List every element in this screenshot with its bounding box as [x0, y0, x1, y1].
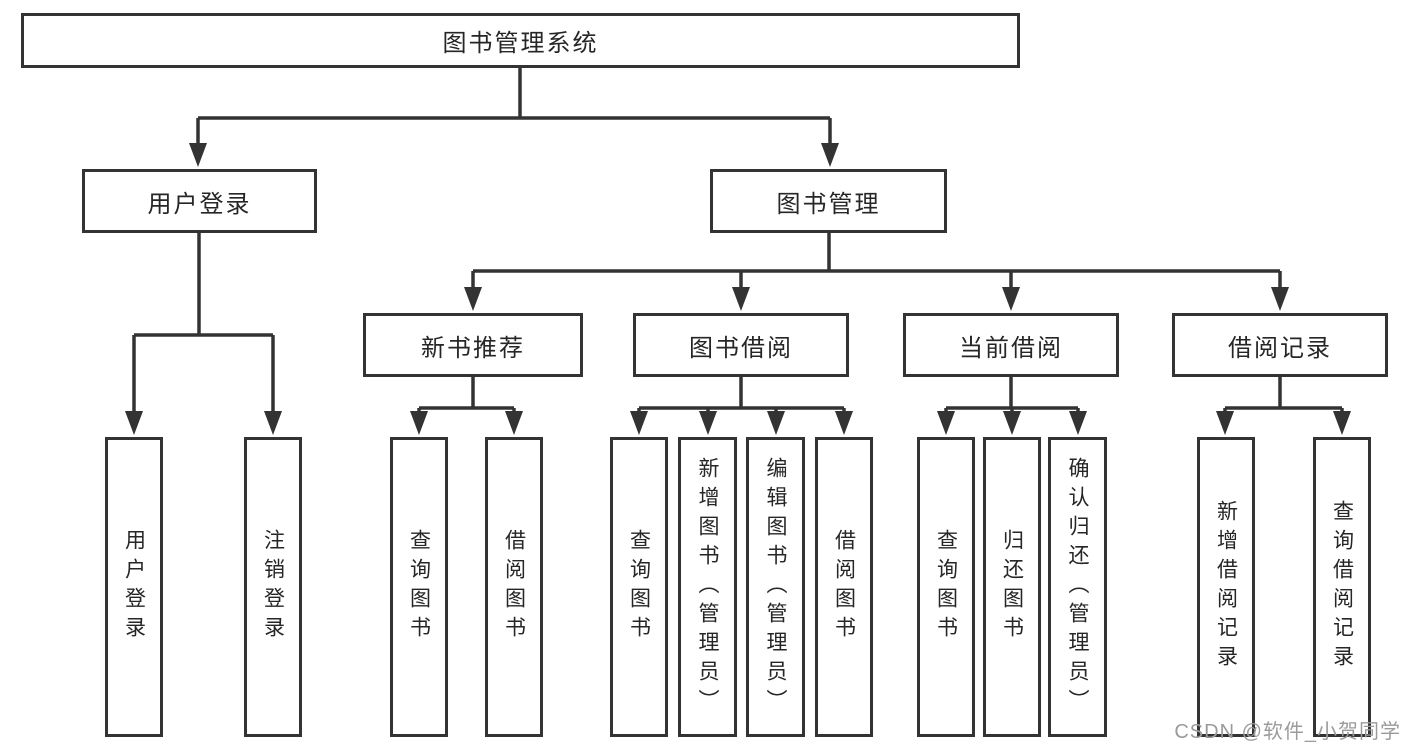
leaf-borrow-add-books-admin: 新增图书（管理员）: [678, 437, 737, 737]
node-book-borrow: 图书借阅: [633, 313, 849, 377]
arrowheads-level3: [464, 287, 1289, 311]
leaf-user-login: 用户登录: [105, 437, 163, 737]
connector-bookmgmt-to-level3: [471, 233, 1282, 290]
node-borrow-records: 借阅记录: [1172, 313, 1388, 377]
node-new-book-recommend: 新书推荐: [363, 313, 583, 377]
leaf-records-add-borrow-record: 新增借阅记录: [1197, 437, 1255, 737]
connector-root-to-level2: [196, 68, 832, 146]
leaf-current-query-books: 查询图书: [917, 437, 975, 737]
leaf-current-return-books: 归还图书: [983, 437, 1041, 737]
connector-bookborrow-to-leaves: [637, 377, 846, 414]
node-user-login: 用户登录: [82, 169, 317, 233]
connector-newbook-to-leaves: [417, 377, 516, 414]
node-root-library-management-system: 图书管理系统: [21, 13, 1020, 68]
node-current-borrow: 当前借阅: [903, 313, 1119, 377]
leaf-records-query-borrow-record: 查询借阅记录: [1313, 437, 1371, 737]
leaf-current-confirm-return-admin: 确认归还（管理员）: [1048, 437, 1107, 737]
node-book-management: 图书管理: [710, 169, 947, 233]
leaf-borrow-edit-books-admin: 编辑图书（管理员）: [746, 437, 805, 737]
connector-borrowrecords-to-leaves: [1223, 377, 1344, 414]
leaf-logout: 注销登录: [244, 437, 302, 737]
leaf-newbook-query-books: 查询图书: [390, 437, 448, 737]
csdn-watermark: CSDN @软件_小贺同学: [1174, 721, 1401, 743]
leaf-borrow-query-books: 查询图书: [610, 437, 668, 737]
arrowheads-leaves: [125, 411, 1351, 435]
connector-userlogin-to-leaves: [132, 233, 275, 414]
leaf-borrow-borrow-books: 借阅图书: [815, 437, 873, 737]
arrowheads-level2: [189, 143, 839, 167]
leaf-newbook-borrow-books: 借阅图书: [485, 437, 543, 737]
connector-currentborrow-to-leaves: [944, 377, 1080, 414]
